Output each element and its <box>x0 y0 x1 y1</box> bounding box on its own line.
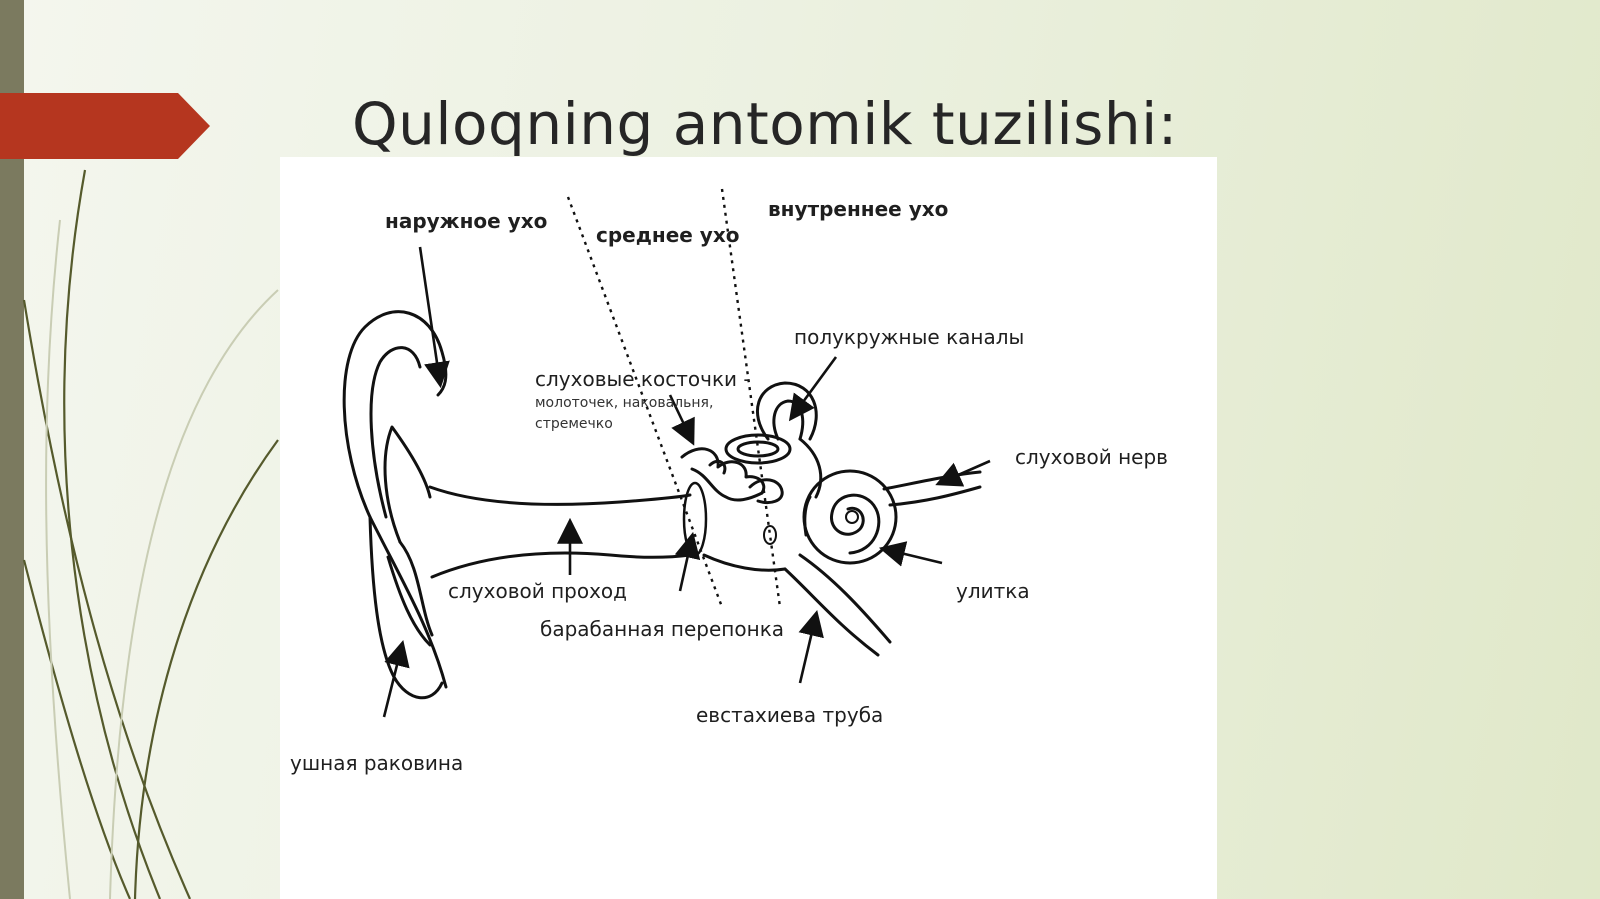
label-cochlea: улитка <box>956 579 1030 603</box>
label-ossicles-names-1: молоточек, наковальня, <box>535 395 714 411</box>
label-ear-canal: слуховой проход <box>448 579 627 603</box>
label-auditory-nerve: слуховой нерв <box>1015 445 1168 469</box>
label-eustachian-tube: евстахиева труба <box>696 703 884 727</box>
slide-title: Quloqning antomik tuzilishi: <box>352 90 1178 158</box>
ear-anatomy-diagram: наружное ухо среднее ухо внутреннее ухо … <box>280 157 1217 899</box>
label-semicircular-canals: полукружные каналы <box>794 325 1025 349</box>
title-arrow-icon <box>0 93 210 159</box>
label-eardrum: барабанная перепонка <box>540 617 785 641</box>
label-auricle: ушная раковина <box>290 751 464 775</box>
decorative-curves <box>22 169 279 899</box>
ear-anatomy-drawing <box>342 188 991 718</box>
label-inner-ear: внутреннее ухо <box>768 197 949 221</box>
label-ossicles: слуховые косточки - <box>535 367 751 391</box>
label-middle-ear: среднее ухо <box>596 223 740 247</box>
label-outer-ear: наружное ухо <box>385 209 548 233</box>
label-ossicles-names-2: стремечко <box>535 416 613 432</box>
